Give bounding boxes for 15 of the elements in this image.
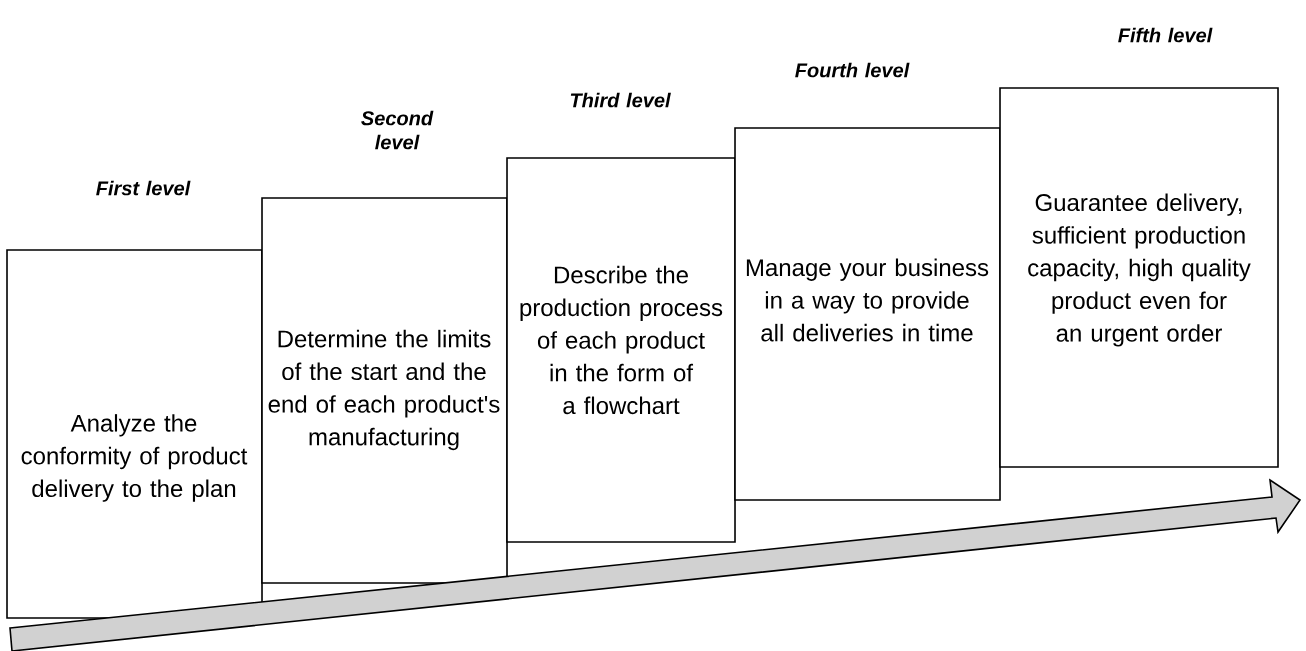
level-label: Second level (361, 110, 434, 150)
box-text: Guarantee delivery, sufficient production capacity, high quality product even for an urgent order (1028, 193, 1251, 347)
level-label: First level (96, 180, 191, 196)
box-text: Determine the limits of the start and the end of each product's manufacturing (268, 329, 500, 451)
level-box (999, 87, 1279, 468)
box-text: Analyze the conformity of product delivery to the plan (21, 414, 248, 502)
box-text: Describe the production process of each product in the form of a flowchart (520, 265, 723, 415)
level-box (6, 249, 263, 619)
level-label: Fifth level (1118, 27, 1213, 43)
level-box (261, 197, 508, 584)
level-label: Third level (570, 92, 671, 108)
box-text: Manage your business in a way to provide all deliveries in time (746, 258, 989, 342)
level-label: Fourth level (795, 62, 910, 78)
level-box (734, 127, 1001, 501)
level-box (506, 157, 736, 543)
